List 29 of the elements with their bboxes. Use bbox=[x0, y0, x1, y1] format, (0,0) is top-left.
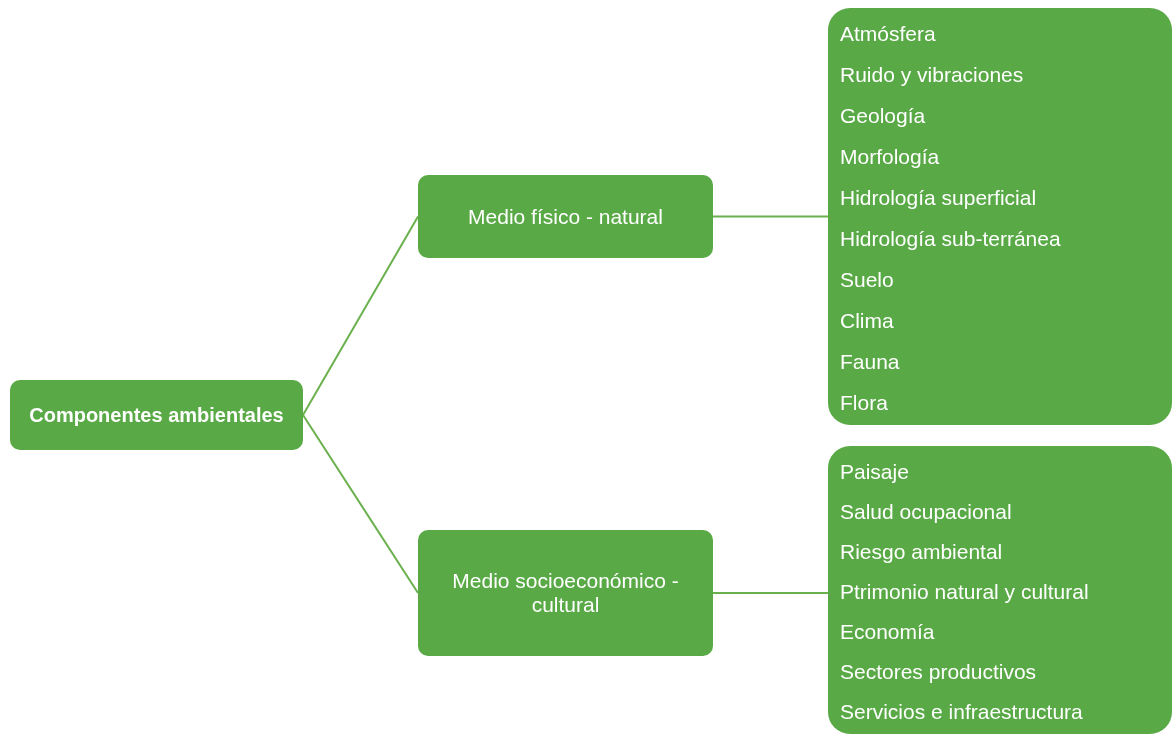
list-item: Clima bbox=[840, 309, 894, 333]
list-box bbox=[828, 8, 1172, 425]
category-box bbox=[418, 175, 713, 258]
box-label: Componentes ambientales bbox=[29, 403, 284, 427]
list-item: Suelo bbox=[840, 268, 894, 292]
list-item: Atmósfera bbox=[840, 22, 936, 46]
list-item: Sectores productivos bbox=[840, 660, 1037, 684]
connector-line bbox=[712, 592, 829, 594]
list-item: Ruido y vibraciones bbox=[840, 63, 1024, 87]
box-label: Medio físico - natural bbox=[468, 204, 663, 229]
connector-line bbox=[712, 215, 829, 218]
list-item: Ptrimonio natural y cultural bbox=[840, 580, 1089, 604]
connector-line bbox=[302, 414, 419, 594]
list-item: Economía bbox=[840, 620, 935, 644]
root-box bbox=[10, 380, 303, 450]
list-item: Salud ocupacional bbox=[840, 500, 1012, 524]
list-item: Riesgo ambiental bbox=[840, 540, 1003, 564]
list-item: Paisaje bbox=[840, 460, 909, 484]
list-item: Flora bbox=[840, 391, 888, 415]
list-box bbox=[828, 446, 1172, 734]
category-box bbox=[418, 530, 713, 656]
list-item: Hidrología sub-terránea bbox=[840, 227, 1061, 251]
connector-line bbox=[302, 215, 419, 416]
list-item: Hidrología superficial bbox=[840, 186, 1037, 210]
list-item: Fauna bbox=[840, 350, 900, 374]
list-item: Morfología bbox=[840, 145, 940, 169]
box-label: Medio socioeconómico - cultural bbox=[451, 569, 680, 617]
list-item: Geología bbox=[840, 104, 926, 128]
list-item: Servicios e infraestructura bbox=[840, 700, 1083, 724]
